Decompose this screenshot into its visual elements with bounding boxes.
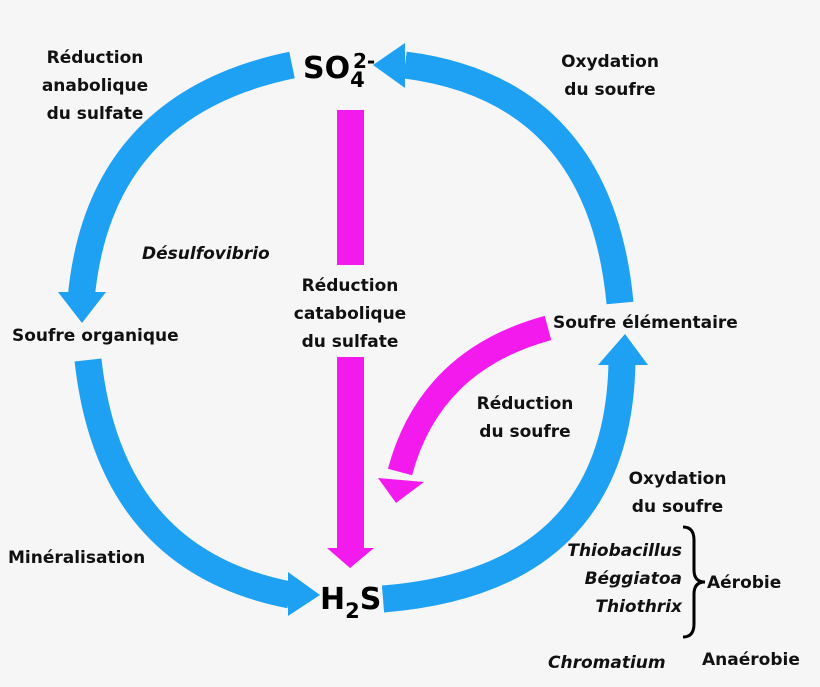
arrow-mineralisation	[74, 358, 293, 609]
arrowhead-organic-sulfur	[58, 292, 106, 323]
arrowhead-catabolic-reduction	[327, 548, 374, 568]
bacteria-thiothrix: Thiothrix	[595, 597, 682, 617]
arrowhead-sulfate	[373, 43, 405, 88]
arrow-anabolic-reduction	[67, 51, 295, 302]
label-anabolic-reduction: Réduction anabolique du sulfate	[41, 48, 149, 124]
arrow-catabolic-reduction-upper	[337, 110, 364, 265]
label-sulfur-reduction: Réduction du soufre	[476, 394, 574, 442]
aerobic-brace	[682, 525, 706, 639]
label-mineralisation: Minéralisation	[8, 548, 146, 568]
arrowhead-elemental-sulfur	[598, 334, 648, 365]
label-organic-sulfur: Soufre organique	[12, 326, 179, 346]
label-sulfur-oxidation-top: Oxydation du soufre	[561, 52, 659, 100]
label-catabolic-reduction: Réduction catabolique du sulfate	[293, 276, 407, 352]
label-desulfovibrio: Désulfovibrio	[142, 244, 270, 264]
label-aerobic: Aérobie	[707, 573, 782, 593]
label-anaerobic: Anaérobie	[702, 650, 800, 670]
aerobic-bacteria-list: Thiobacillus Béggiatoa Thiothrix	[540, 537, 682, 621]
arrowhead-sulfur-reduction	[378, 478, 424, 503]
label-elemental-sulfur: Soufre élémentaire	[553, 313, 738, 333]
bacteria-chromatium: Chromatium	[548, 653, 666, 673]
bacteria-beggiatoa: Béggiatoa	[584, 569, 682, 589]
arrowhead-h2s	[288, 572, 320, 616]
bacteria-thiobacillus: Thiobacillus	[567, 541, 682, 561]
label-sulfur-oxidation-bottom: Oxydation du soufre	[628, 469, 727, 517]
arrow-sulfur-oxidation-upper	[403, 51, 634, 305]
arrow-catabolic-reduction-lower	[337, 357, 364, 552]
arrow-sulfur-reduction	[387, 315, 552, 476]
arrow-sulfur-oxidation-lower	[381, 361, 636, 613]
hydrogen-sulfide-formula: H2S	[320, 582, 382, 624]
